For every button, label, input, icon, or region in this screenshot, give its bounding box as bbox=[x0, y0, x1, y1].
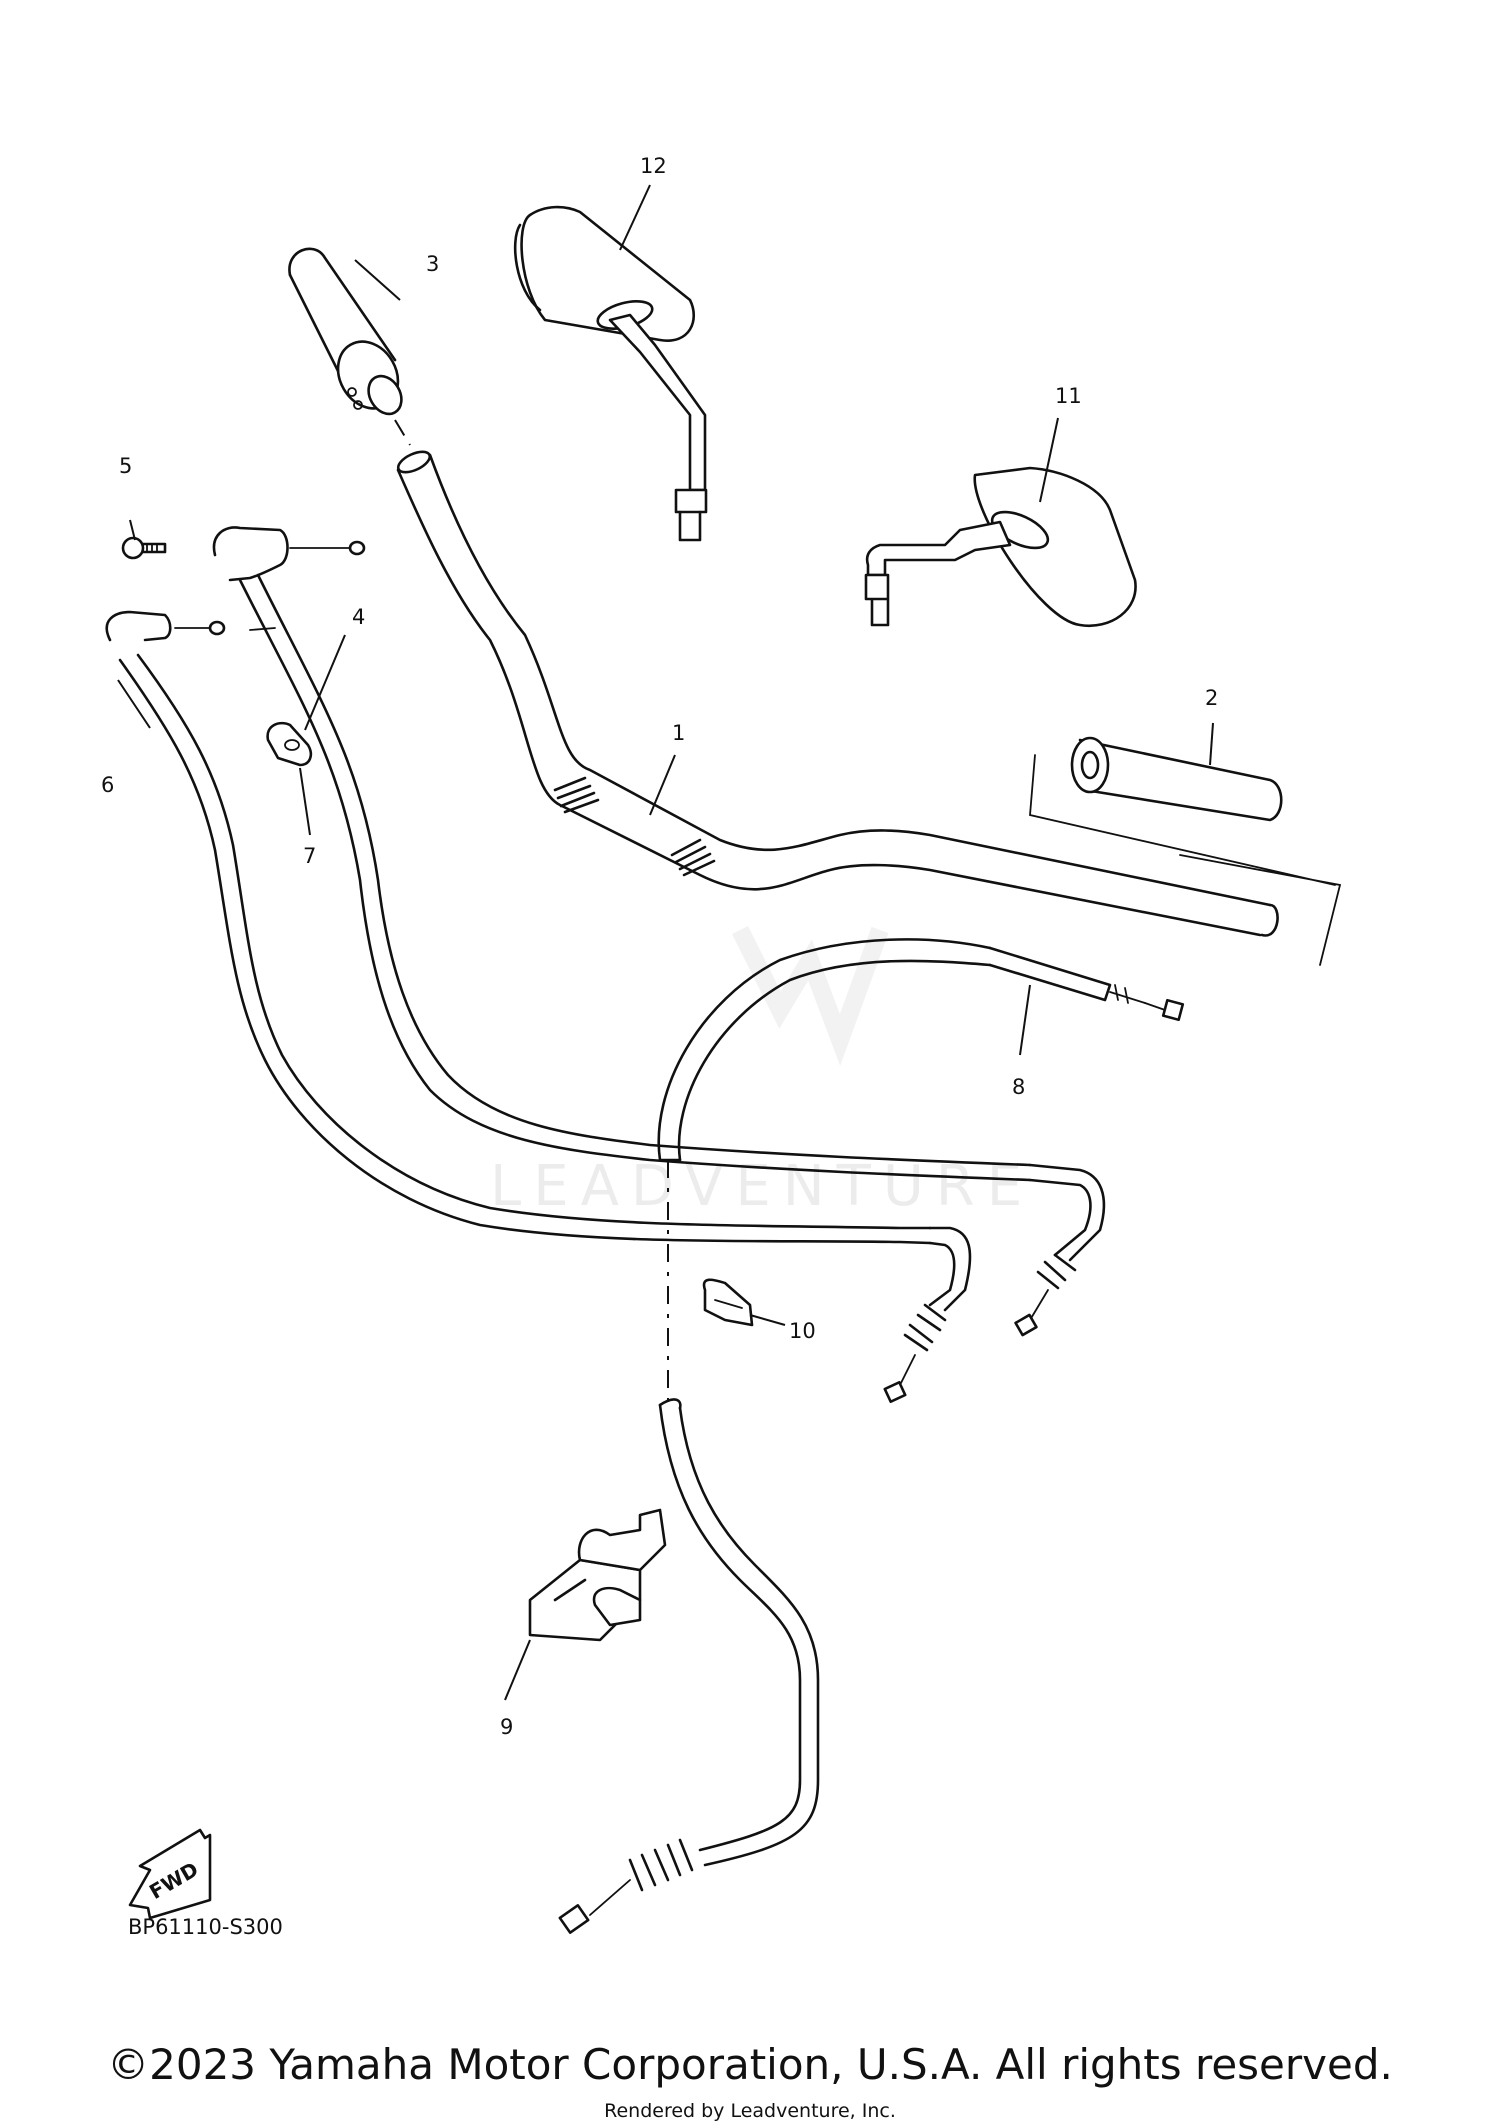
callout-5: 5 bbox=[119, 454, 132, 478]
fwd-arrow: FWD bbox=[128, 1828, 212, 1920]
rear-view-mirror-left[interactable] bbox=[864, 466, 1137, 628]
callout-leaders bbox=[117, 184, 1214, 1701]
cable-clamp[interactable] bbox=[266, 721, 313, 767]
callout-10: 10 bbox=[789, 1319, 816, 1343]
diagram-code: BP61110-S300 bbox=[128, 1915, 283, 1939]
callout-2: 2 bbox=[1205, 686, 1218, 710]
callout-7: 7 bbox=[303, 844, 316, 868]
watermark-text: LEADVENTURE bbox=[490, 1154, 1034, 1219]
grip[interactable] bbox=[1029, 736, 1342, 966]
rear-view-mirror-right[interactable] bbox=[513, 205, 708, 542]
clutch-cable[interactable] bbox=[558, 938, 1185, 1934]
cable-clip[interactable] bbox=[702, 1278, 754, 1327]
callout-11: 11 bbox=[1055, 384, 1082, 408]
leadventure-watermark: LEADVENTURE bbox=[490, 925, 1034, 1219]
callout-4: 4 bbox=[352, 605, 365, 629]
callout-6: 6 bbox=[101, 773, 114, 797]
holder[interactable] bbox=[528, 1508, 667, 1642]
knurl-1 bbox=[553, 776, 600, 814]
throttle-cable-2[interactable] bbox=[105, 610, 972, 1404]
callout-9: 9 bbox=[500, 1715, 513, 1739]
callout-12b: 12 bbox=[640, 154, 667, 178]
handlebar[interactable] bbox=[395, 448, 1279, 937]
copyright-notice: ©2023 Yamaha Motor Corporation, U.S.A. A… bbox=[107, 2040, 1393, 2089]
callout-3: 3 bbox=[426, 252, 439, 276]
knurl-2 bbox=[670, 838, 716, 877]
callout-1: 1 bbox=[672, 721, 685, 745]
callout-8: 8 bbox=[1012, 1075, 1025, 1099]
throttle-cable-1[interactable] bbox=[212, 526, 1106, 1337]
callout-labels: 1 2 3 4 5 6 7 8 9 10 11 12 bbox=[101, 154, 1218, 1739]
throttle-grip[interactable] bbox=[288, 247, 411, 446]
rendered-by-notice: Rendered by Leadventure, Inc. bbox=[604, 2100, 896, 2122]
screw[interactable] bbox=[121, 536, 167, 560]
